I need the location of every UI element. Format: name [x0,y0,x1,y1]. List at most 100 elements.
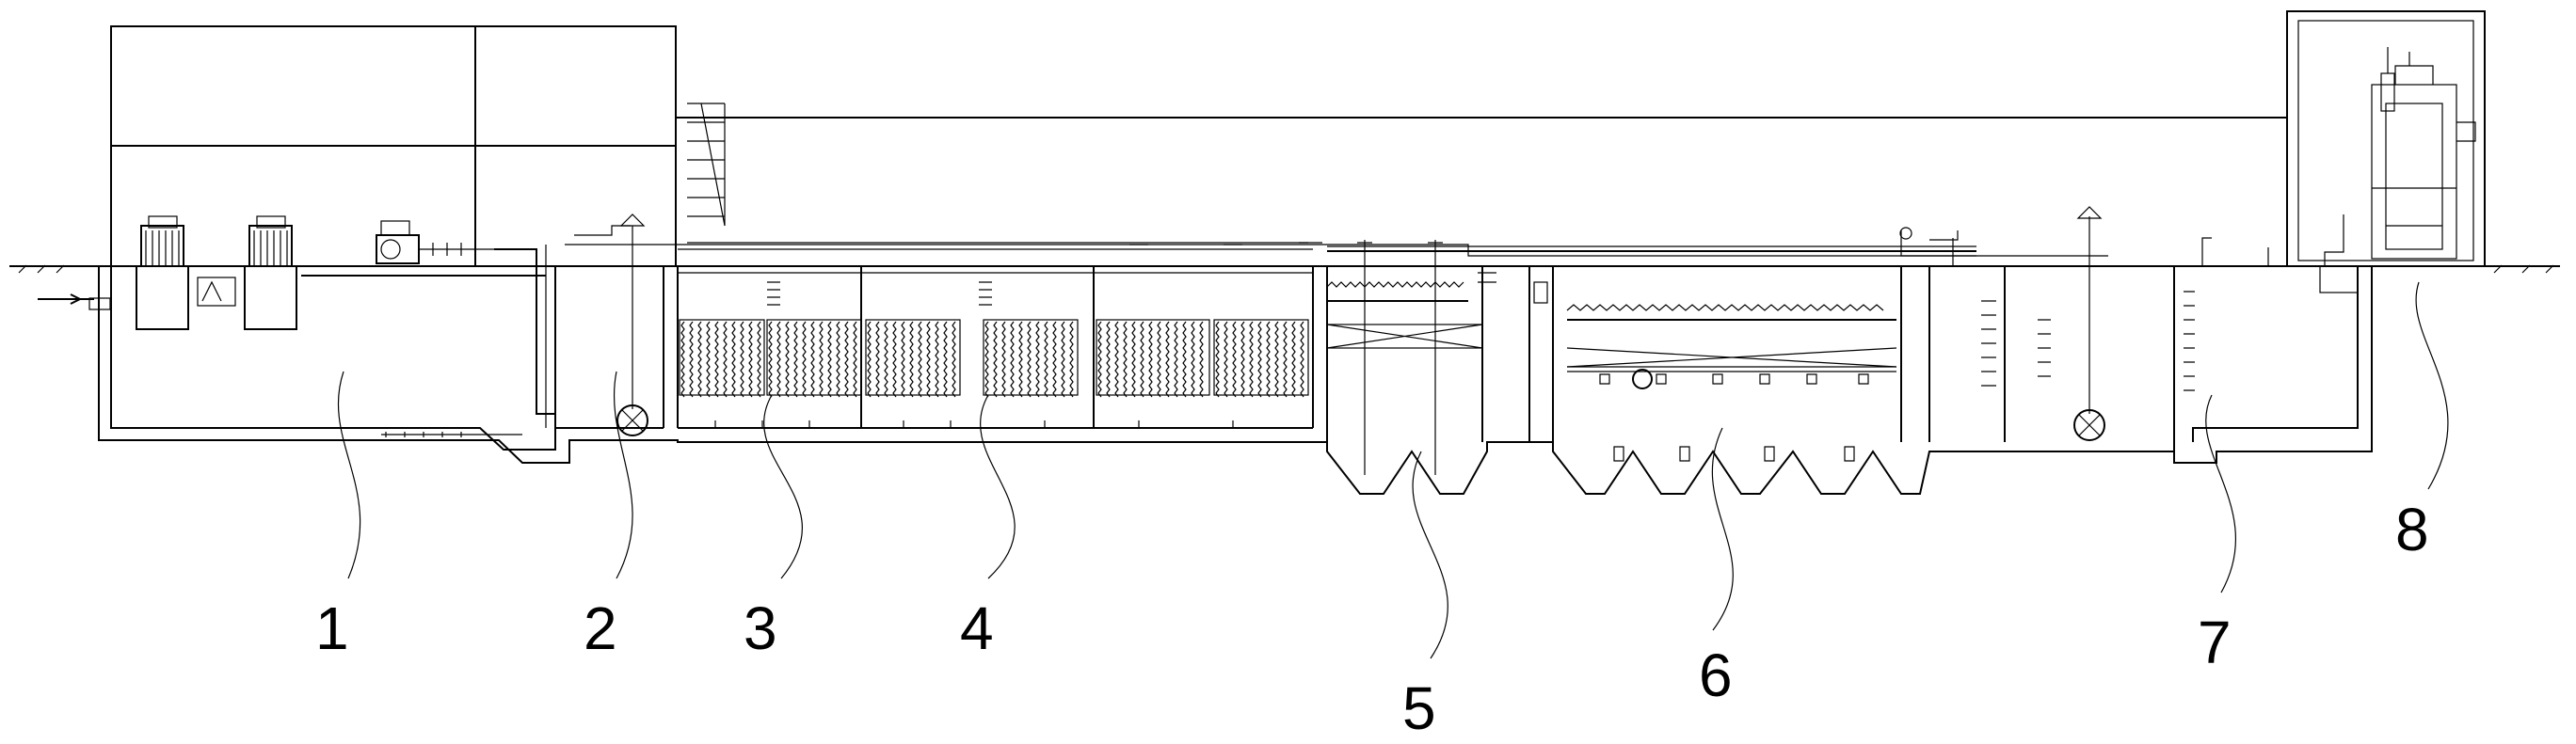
media-strand [1224,321,1228,398]
leader-7 [2205,394,2237,594]
callout-labels: 1 2 3 4 5 6 7 8 [315,496,2429,742]
media-strand [680,321,685,398]
media-strand [1148,321,1153,398]
top-piping [565,227,2108,257]
callout-2: 2 [584,594,617,662]
media-strand [1174,321,1178,398]
media-strand [819,321,824,398]
unit-7 [1928,206,2344,451]
media-strand [984,321,989,398]
media-block [679,319,765,396]
leader-6 [1711,427,1734,631]
callout-3: 3 [744,594,777,662]
media-strand [706,321,711,398]
media-strand [757,321,761,398]
media-strand [1097,321,1102,398]
media-block [1213,319,1309,396]
media-strand [1165,321,1170,398]
media-strand [836,321,840,398]
leader-3 [763,394,803,579]
media-strand [793,321,798,398]
media-block [1096,319,1210,396]
leader-8 [2415,281,2449,490]
building-right [2286,10,2486,267]
unit-1 [88,215,555,437]
media-strand [768,321,773,398]
media-strand [1027,321,1032,398]
media-strand [875,321,880,398]
media-strand [785,321,790,398]
media-strand [926,321,931,398]
units-3-4-walls [677,242,1314,429]
media-strand [1010,321,1015,398]
media-strand [853,321,857,398]
media-strand [909,321,914,398]
leader-5 [1412,451,1448,659]
media-strand [867,321,872,398]
unit-6 [1528,266,1902,462]
media-strand [1266,321,1271,398]
media-strand [1291,321,1296,398]
media-strand [935,321,939,398]
units-3-4-media [679,319,1309,398]
callout-4: 4 [960,594,994,662]
leader-1 [337,371,361,579]
leader-2 [613,371,633,579]
unit-5 [1326,240,1976,475]
top-walls [99,265,2287,277]
media-strand [697,321,702,398]
media-strand [1157,321,1161,398]
building-left [110,25,2287,267]
media-strand [1274,321,1279,398]
media-strand [1232,321,1237,398]
media-strand [918,321,922,398]
media-strand [1215,321,1220,398]
leader-lines [337,281,2449,659]
media-strand [776,321,781,398]
media-strand [1199,321,1204,398]
media-strand [1283,321,1288,398]
media-strand [1061,321,1065,398]
media-strand [901,321,905,398]
media-strand [1191,321,1195,398]
media-strand [1257,321,1262,398]
media-strand [689,321,694,398]
media-strand [1140,321,1144,398]
media-strand [827,321,832,398]
media-strand [1044,321,1048,398]
media-strand [844,321,849,398]
media-strand [740,321,744,398]
media-strand [892,321,897,398]
callout-7: 7 [2198,609,2232,676]
media-strand [952,321,956,398]
unit-2 [554,214,664,436]
ground-line [9,264,2560,305]
media-strand [731,321,736,398]
media-strand [1123,321,1128,398]
media-strand [748,321,753,398]
media-strand [1114,321,1119,398]
media-strand [1300,321,1304,398]
media-strand [1018,321,1023,398]
media-strand [1182,321,1187,398]
media-strand [1106,321,1111,398]
media-strand [714,321,719,398]
media-strand [1035,321,1040,398]
media-strand [1240,321,1245,398]
media-strand [1069,321,1074,398]
media-strand [1001,321,1006,398]
callout-6: 6 [1699,641,1733,709]
callout-8: 8 [2395,496,2429,563]
media-strand [802,321,807,398]
media-strand [810,321,815,398]
media-strand [884,321,888,398]
media-strand [993,321,998,398]
media-strand [1249,321,1254,398]
callout-1: 1 [315,594,349,662]
media-strand [1052,321,1057,398]
media-strand [1131,321,1136,398]
callout-5: 5 [1402,674,1436,742]
media-strand [943,321,948,398]
leader-4 [980,394,1016,579]
